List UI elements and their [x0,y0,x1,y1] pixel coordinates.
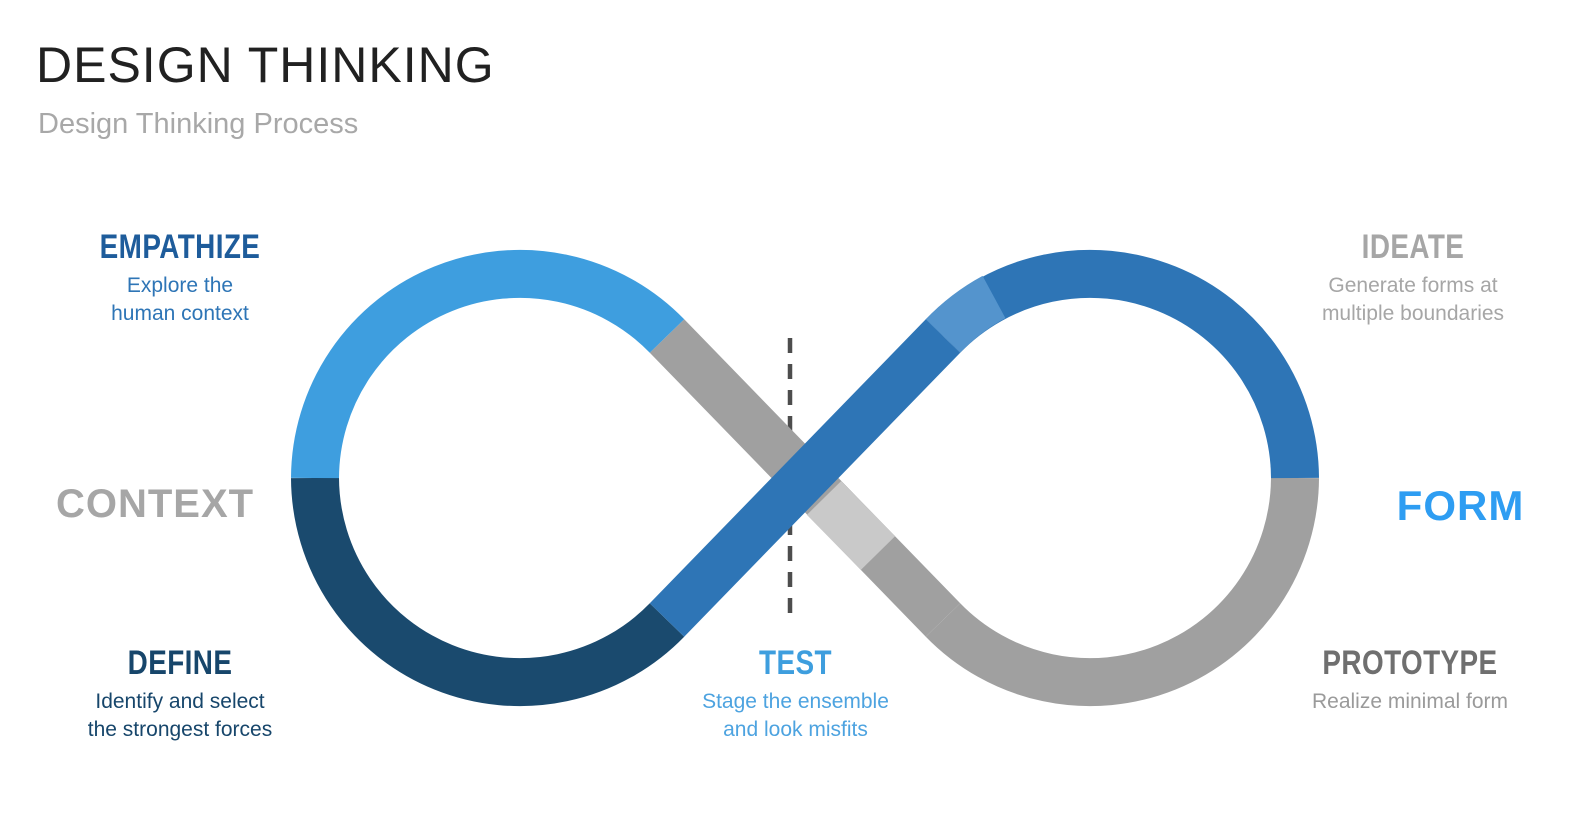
infinity-blue-chamfer [925,275,1006,353]
infinity-blue-diagonal [649,319,961,637]
page-title: DESIGN THINKING [36,37,495,93]
infinity-medium-blue-arc [925,249,1319,479]
test-desc-line1: Stage the ensemble [702,690,889,713]
empathize-desc-line1: Explore the [126,274,234,297]
define-desc-line1: Identify and select [95,690,265,713]
ideate-desc-line2: multiple boundaries [1321,302,1505,326]
page-subtitle: Design Thinking Process [38,108,359,140]
infinity-gray-arc [925,477,1319,707]
stage-ideate: IDEATE Generate forms at multiple bounda… [1283,228,1543,329]
stage-empathize: EMPATHIZE Explore the human context [55,228,305,329]
prototype-desc-line1: Realize minimal form [1311,690,1509,713]
form-label: FORM [1396,482,1525,529]
stage-define: DEFINE Identify and select the strongest… [50,644,310,745]
define-desc-line2: the strongest forces [87,718,273,742]
infinity-light-blue-arc [291,249,685,479]
stage-form: FORM [1378,482,1543,530]
empathize-label: EMPATHIZE [99,228,261,266]
stage-test: TEST Stage the ensemble and look misfits [663,644,928,745]
define-label: DEFINE [127,644,233,682]
infinity-light-gray-segment [806,481,896,570]
context-label: CONTEXT [55,482,255,526]
test-desc-line2: and look misfits [723,718,868,742]
stage-prototype: PROTOTYPE Realize minimal form [1275,644,1545,716]
prototype-label: PROTOTYPE [1322,644,1498,682]
test-label: TEST [759,644,832,682]
ideate-label: IDEATE [1361,228,1465,266]
infinity-navy-arc [291,477,685,707]
stage-context: CONTEXT [30,482,280,527]
empathize-desc-line2: human context [111,302,249,326]
ideate-desc-line1: Generate forms at [1328,274,1498,297]
